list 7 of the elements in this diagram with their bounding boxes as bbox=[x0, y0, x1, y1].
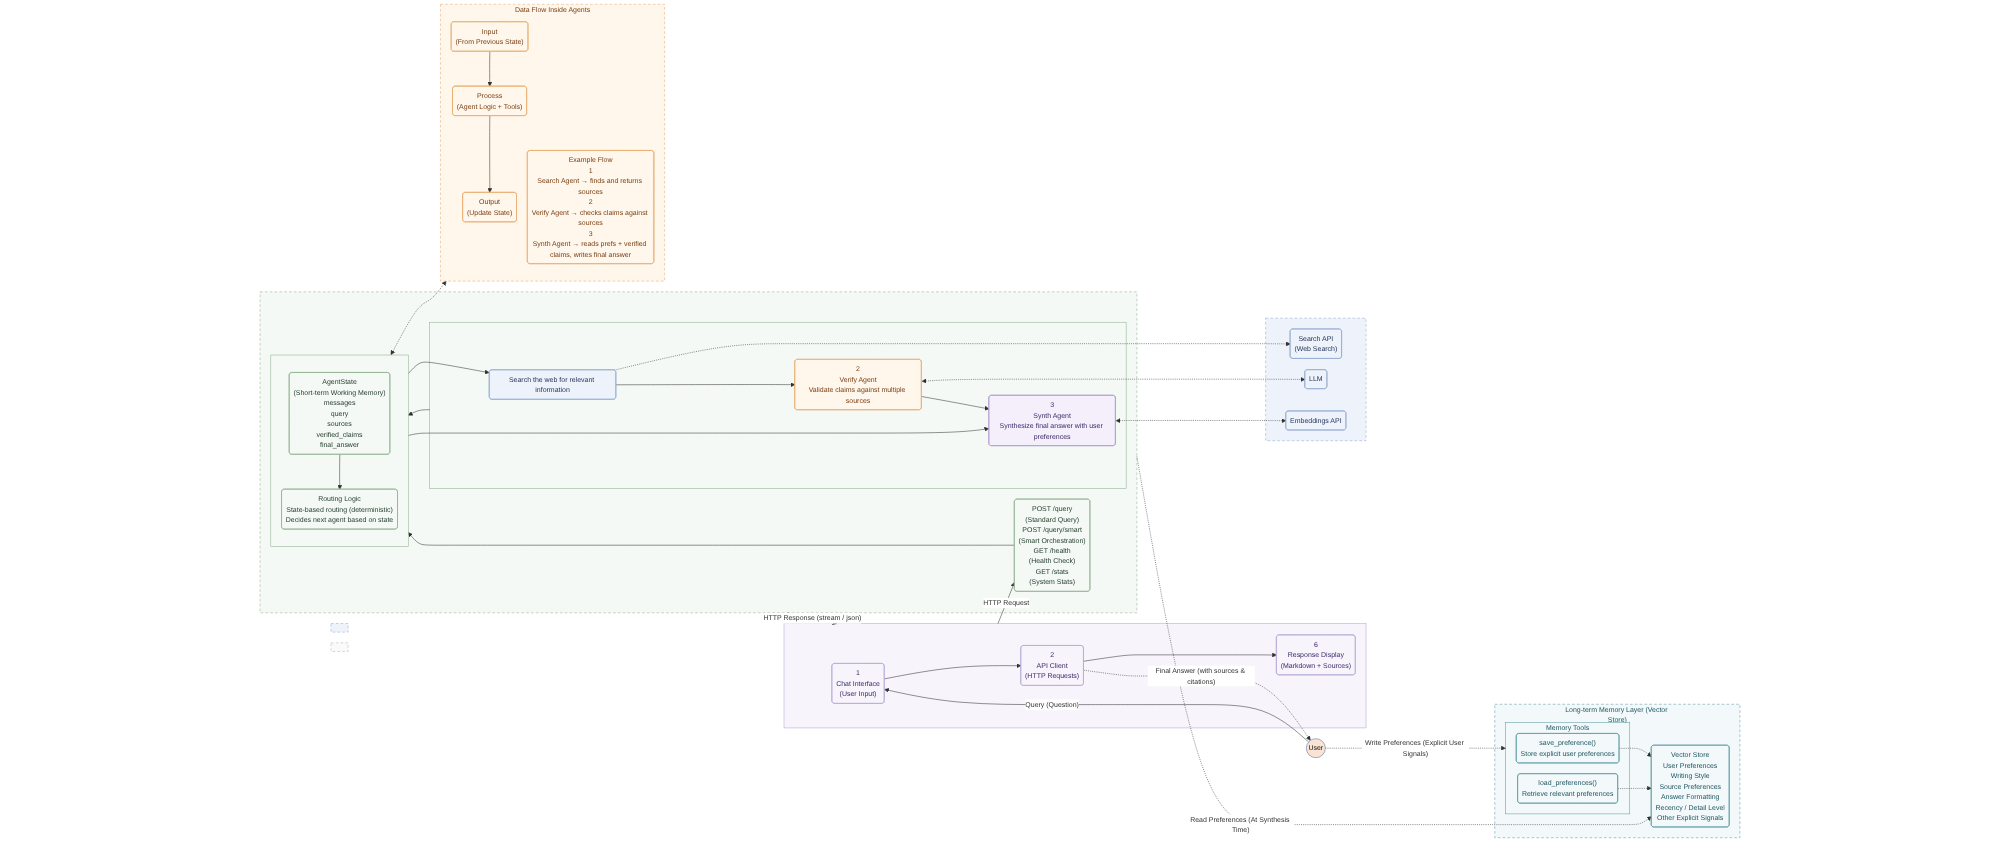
node-box bbox=[330, 642, 349, 652]
cluster bbox=[270, 354, 409, 547]
cluster bbox=[783, 623, 1367, 729]
node-box bbox=[330, 623, 349, 633]
cluster bbox=[259, 291, 1138, 614]
cluster bbox=[429, 321, 1127, 489]
cluster bbox=[1265, 317, 1367, 441]
